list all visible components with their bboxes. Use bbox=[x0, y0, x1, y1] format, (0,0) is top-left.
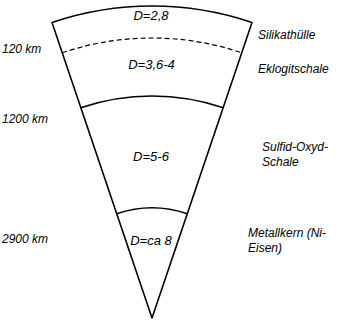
layer-name: Sulfid-Oxyd-Schale bbox=[262, 140, 342, 170]
density-value: D=3,6-4 bbox=[127, 57, 176, 72]
layer-name: Silikathülle bbox=[258, 28, 315, 43]
boundary-arc bbox=[81, 96, 223, 108]
depth-label: 1200 km bbox=[2, 112, 48, 126]
depth-label: 120 km bbox=[2, 42, 41, 56]
density-value: D=2,8 bbox=[132, 8, 170, 23]
density-value: D=5-6 bbox=[132, 149, 170, 164]
wedge-outline bbox=[52, 6, 252, 318]
boundary-dashed bbox=[62, 38, 242, 53]
density-value: D=ca 8 bbox=[129, 233, 173, 248]
depth-label: 2900 km bbox=[2, 232, 48, 246]
layer-band: D=ca 8Metallkern (Ni-Eisen) bbox=[129, 233, 173, 248]
layer-band: D=3,6-4Eklogitschale bbox=[127, 57, 176, 72]
layer-name: Eklogitschale bbox=[258, 62, 329, 77]
layer-name: Metallkern (Ni-Eisen) bbox=[248, 226, 342, 256]
layer-band: D=2,8Silikathülle bbox=[132, 8, 170, 23]
boundary-arc bbox=[117, 208, 188, 214]
layer-band: D=5-6Sulfid-Oxyd-Schale bbox=[132, 149, 170, 164]
